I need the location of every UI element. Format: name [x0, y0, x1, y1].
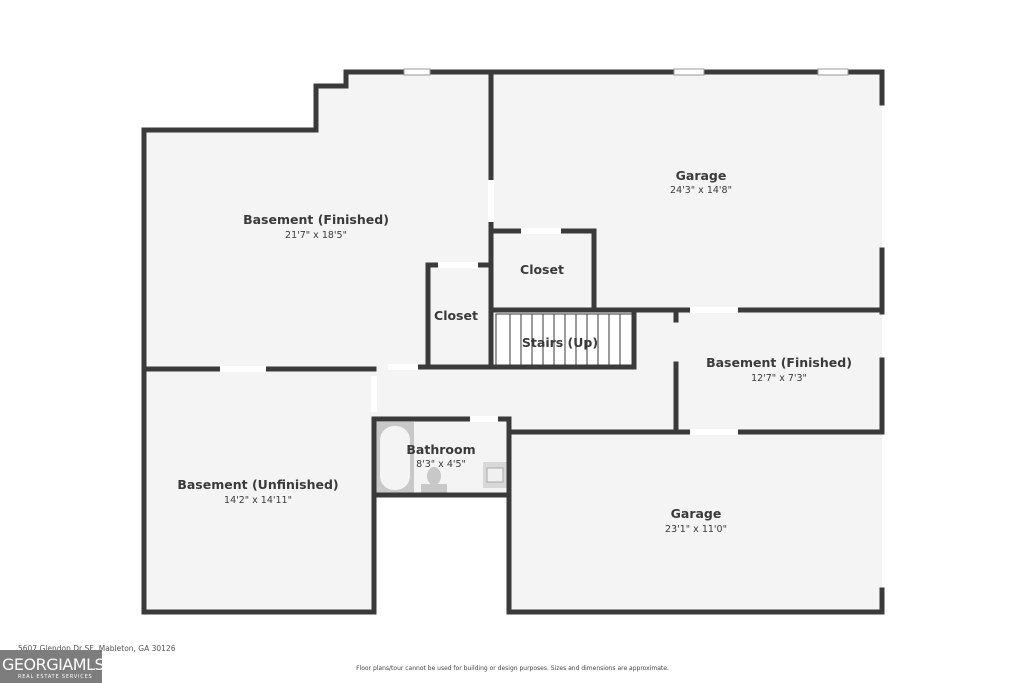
georgia-mls-logo: GEORGIAMLS REAL ESTATE SERVICES	[0, 650, 102, 683]
door-gap	[220, 366, 266, 372]
door-gap	[488, 180, 494, 222]
room-dims-bathroom: 8'3" x 4'5"	[416, 459, 466, 470]
room-name-bathroom: Bathroom	[406, 442, 475, 457]
disclaimer-text: Floor plans/tour cannot be used for buil…	[356, 665, 669, 672]
room-dims-basement-finished-main: 21'7" x 18'5"	[285, 230, 347, 241]
openings	[220, 68, 849, 435]
room-name-closet-right: Closet	[520, 262, 564, 277]
door-gap	[388, 364, 418, 370]
window	[403, 68, 431, 76]
room-name-stairs: Stairs (Up)	[522, 335, 598, 350]
door-gap	[371, 376, 377, 412]
room-dims-basement-finished-small: 12'7" x 7'3"	[751, 373, 807, 384]
room-name-garage-upper: Garage	[676, 168, 727, 183]
window	[673, 68, 705, 76]
room-name-basement-finished-main: Basement (Finished)	[243, 212, 389, 227]
logo-main-text: GEORGIAMLS	[2, 655, 102, 674]
door-gap	[690, 429, 738, 435]
room-dims-garage-lower: 23'1" x 11'0"	[665, 524, 727, 535]
room-name-garage-lower: Garage	[671, 506, 722, 521]
room-dims-garage-upper: 24'3" x 14'8"	[670, 185, 732, 196]
room-name-basement-unfinished: Basement (Unfinished)	[177, 477, 338, 492]
door-gap	[470, 416, 498, 422]
door-gap	[438, 262, 478, 268]
stairs	[495, 313, 635, 368]
room-labels: Basement (Finished) 21'7" x 18'5" Garage…	[177, 168, 852, 535]
property-address: 5607 Glendon Dr SE, Mableton, GA 30126	[18, 644, 176, 653]
logo-sub-text: REAL ESTATE SERVICES	[18, 674, 93, 680]
room-dims-basement-unfinished: 14'2" x 14'11"	[224, 495, 292, 506]
room-name-closet-left: Closet	[434, 308, 478, 323]
window	[817, 68, 849, 76]
room-name-basement-finished-small: Basement (Finished)	[706, 355, 852, 370]
door-gap	[690, 307, 738, 313]
door-gap	[521, 228, 561, 234]
toilet	[421, 484, 447, 494]
bathroom-fixtures	[376, 422, 507, 494]
